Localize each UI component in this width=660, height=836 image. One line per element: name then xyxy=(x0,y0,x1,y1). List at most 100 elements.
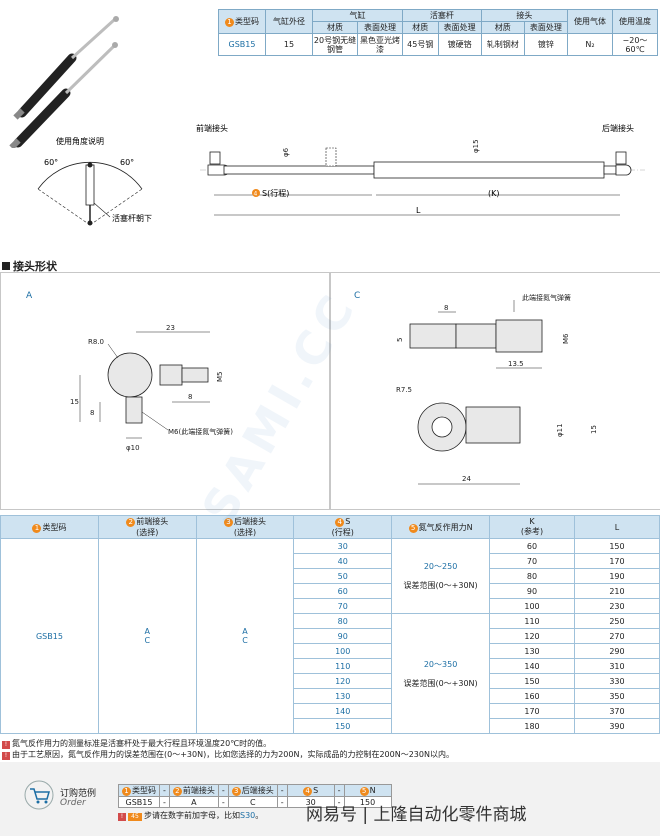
l-cell: 210 xyxy=(573,583,660,599)
front-sub-header: (选择) xyxy=(136,528,159,537)
joint-c-label: C xyxy=(354,291,360,301)
joint-c-d24: 24 xyxy=(462,475,471,483)
l-cell: 230 xyxy=(573,598,660,614)
joint-material-cell: 轧制钢材 xyxy=(480,33,525,56)
num-badge: 2 xyxy=(126,518,136,527)
joint-c-d5: 5 xyxy=(396,338,404,342)
n-header: 氮气反作用力N xyxy=(418,522,473,532)
s-cell: 60 xyxy=(293,583,393,599)
s-cell: 130 xyxy=(293,688,393,704)
l-cell: 350 xyxy=(573,688,660,704)
k-cell: 120 xyxy=(489,628,575,644)
joint-c-d13-5: 13.5 xyxy=(508,360,524,368)
k-cell: 90 xyxy=(489,583,575,599)
joint-c-panel xyxy=(330,272,660,510)
joint-header: 接头 xyxy=(480,9,569,22)
joint-a-panel xyxy=(0,272,330,510)
rear-option: A xyxy=(242,627,248,636)
s-cell: 140 xyxy=(293,703,393,719)
temp-header: 使用温度 xyxy=(612,9,658,34)
k-cell: 160 xyxy=(489,688,575,704)
order-note-example: S30 xyxy=(240,811,256,820)
joint-c-d8: 8 xyxy=(444,304,448,312)
rear-joint-label: 后端接头 xyxy=(602,123,634,133)
type-code-cell: GSB15 xyxy=(218,33,266,56)
joint-a-d8a: 8 xyxy=(90,409,94,417)
s-header: S xyxy=(345,516,351,526)
front-option: A xyxy=(144,627,151,636)
cyl-surface-cell: 黑色亚光烤漆 xyxy=(357,33,403,56)
l-cell: 370 xyxy=(573,703,660,719)
dash: - xyxy=(159,784,170,797)
angle-title: 使用角度说明 xyxy=(56,136,104,146)
type-header: 类型码 xyxy=(42,522,67,532)
temp-cell: −20～60℃ xyxy=(612,33,658,56)
l-cell: 390 xyxy=(573,718,660,734)
num-badge: 1 xyxy=(32,523,42,533)
joint-a-d8b: 8 xyxy=(188,393,192,401)
joint-a-drawing: A 23 R8.0 M5 15 8 8 M6(此端接氮气弹簧) φ10 xyxy=(26,291,233,452)
cyl-surface-header: 表面处理 xyxy=(357,21,403,34)
dash: - xyxy=(159,796,170,808)
order-h3: 后端接头 xyxy=(241,786,274,795)
joint-c-r7-5: R7.5 xyxy=(396,386,412,394)
l-cell: 170 xyxy=(573,553,660,569)
force-range: 20～250 xyxy=(423,562,458,571)
l-cell: 190 xyxy=(573,568,660,584)
cylinder-od-cell: 15 xyxy=(265,33,313,56)
note-text: 氮气反作用力的测量标准是活塞杆处于最大行程且环境温度20℃时的值。 xyxy=(12,739,272,748)
product-photo xyxy=(9,16,119,148)
joint-a-d23: 23 xyxy=(166,324,175,332)
note-text: 由于工艺原因，氮气反作用力的误差范围在(0～+30N)，比如您选择的力为200N… xyxy=(12,750,454,759)
joint-a-label: A xyxy=(26,291,33,301)
joint-surface-header: 表面处理 xyxy=(523,21,569,34)
l-cell: 270 xyxy=(573,628,660,644)
order-v3: C xyxy=(227,796,278,808)
joint-c-d11: φ11 xyxy=(556,423,564,437)
s-sub-header: (行程) xyxy=(331,527,354,537)
num-badge: 5 xyxy=(359,786,369,796)
num-badge: 3 xyxy=(231,787,241,796)
k-label: (K) xyxy=(488,189,500,198)
s-cell: 90 xyxy=(293,628,393,644)
force-tolerance: 误差范围(0～+30N) xyxy=(403,581,478,590)
joint-a-m5: M5 xyxy=(216,372,224,383)
rod-material-header: 材质 xyxy=(402,21,439,34)
s-cell: 40 xyxy=(293,553,393,569)
s-cell: 120 xyxy=(293,673,393,689)
order-h1: 类型码 xyxy=(132,786,156,795)
notes: !氮气反作用力的测量标准是活塞杆处于最大行程且环境温度20℃时的值。 !由于工艺… xyxy=(2,738,454,760)
rod-surface-cell: 镀硬铬 xyxy=(437,33,482,56)
d15-label: φ15 xyxy=(472,139,480,153)
dash: - xyxy=(276,784,288,797)
piston-rod-header: 活塞杆 xyxy=(402,9,482,22)
cyl-material-cell: 20号钢无缝钢管 xyxy=(312,33,358,56)
order-note-text: 步请在数字前加字母，比如 xyxy=(144,811,240,820)
l-cell: 330 xyxy=(573,673,660,689)
k-cell: 60 xyxy=(489,538,575,554)
k-cell: 170 xyxy=(489,703,575,719)
gas-header: 使用气体 xyxy=(567,9,613,34)
force-range-cell: 20～250 误差范围(0～+30N) xyxy=(391,538,491,614)
note-tag: ! xyxy=(2,741,10,749)
k-cell: 130 xyxy=(489,643,575,659)
k-cell: 70 xyxy=(489,553,575,569)
stroke-num: 4 xyxy=(254,191,258,198)
num-badge: 2 xyxy=(172,787,182,796)
note-tag: ! xyxy=(2,752,10,760)
order-v1: GSB15 xyxy=(118,796,160,808)
num-badge: 4 xyxy=(335,517,345,527)
rod-down-note: 活塞杆朝下 xyxy=(112,213,152,223)
cart-icon xyxy=(24,780,54,810)
right-angle: 60° xyxy=(120,158,134,167)
joint-c-drawing: C 8 此端接氮气弹簧 5 M6 13.5 R7.5 φ11 15 24 xyxy=(354,291,598,485)
